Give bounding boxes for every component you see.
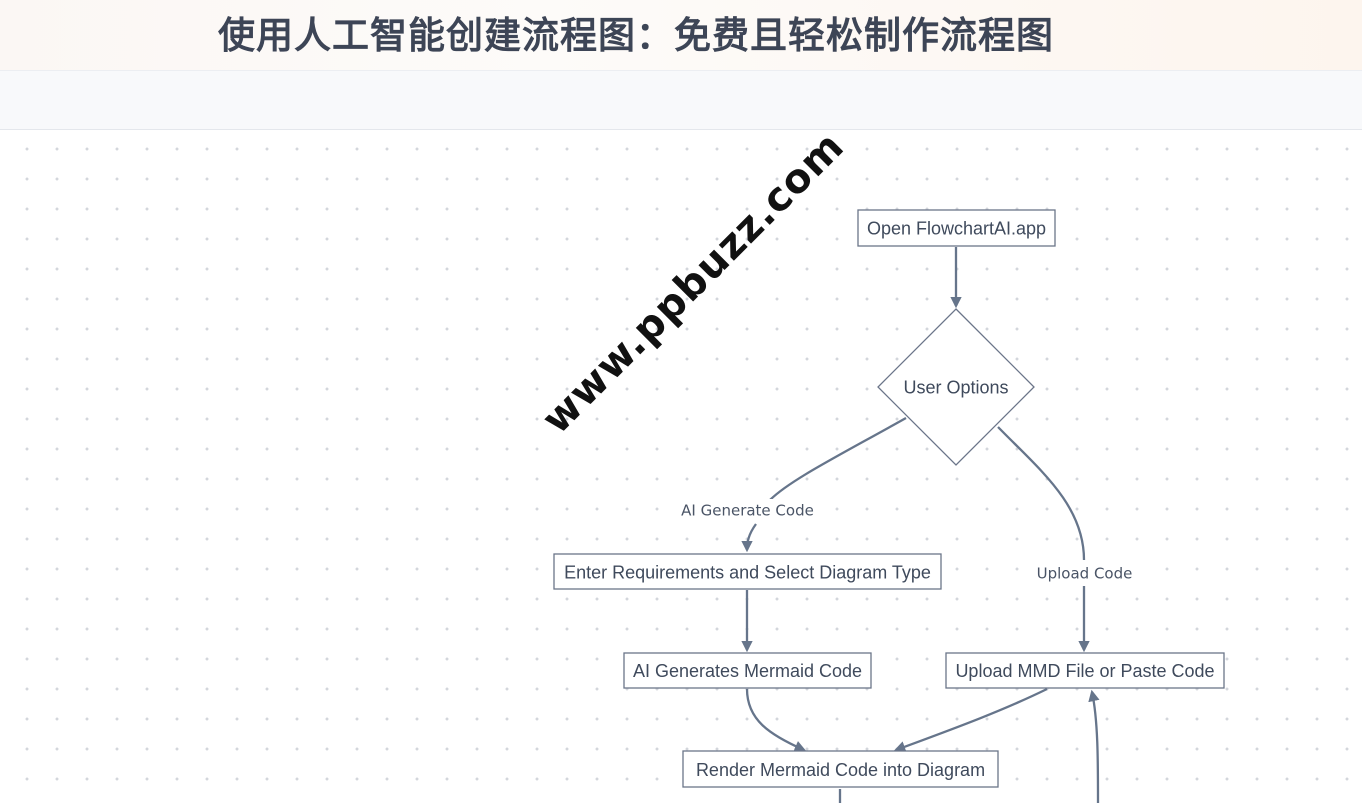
title-bar: 使用人工智能创建流程图：免费且轻松制作流程图 [0, 0, 1362, 70]
node-user-options[interactable]: User Options [877, 308, 1035, 466]
svg-text:Render Mermaid Code into Diagr: Render Mermaid Code into Diagram [696, 760, 985, 780]
edge-options-to-upload [997, 426, 1084, 650]
edge-label-upload-code: Upload Code [1030, 562, 1139, 584]
edge-options-to-enter [747, 416, 907, 550]
edge-upload-to-render [893, 687, 1048, 753]
edge-label-ai-generate-code: AI Generate Code [676, 499, 819, 521]
svg-text:Upload MMD File or Paste Code: Upload MMD File or Paste Code [955, 661, 1214, 681]
node-upload-mmd[interactable]: Upload MMD File or Paste Code [945, 652, 1225, 689]
edge-ai-to-render [745, 688, 807, 752]
toolbar [0, 70, 1362, 130]
node-enter-requirements[interactable]: Enter Requirements and Select Diagram Ty… [553, 553, 942, 590]
svg-text:User Options: User Options [903, 378, 1008, 398]
page-title: 使用人工智能创建流程图：免费且轻松制作流程图 [218, 14, 1054, 57]
node-render-mermaid[interactable]: Render Mermaid Code into Diagram [682, 750, 999, 788]
edge-loop-to-upload [1088, 689, 1100, 803]
diagram-canvas[interactable] [0, 131, 1362, 803]
node-ai-generates-mermaid[interactable]: AI Generates Mermaid Code [623, 652, 872, 689]
node-open-flowchartai[interactable]: Open FlowchartAI.app [857, 209, 1056, 247]
svg-text:Upload Code: Upload Code [1037, 565, 1133, 583]
svg-text:AI Generate Code: AI Generate Code [681, 502, 814, 520]
svg-text:Enter Requirements and Select: Enter Requirements and Select Diagram Ty… [564, 563, 931, 583]
svg-text:AI Generates Mermaid Code: AI Generates Mermaid Code [633, 661, 862, 681]
svg-text:Open FlowchartAI.app: Open FlowchartAI.app [867, 219, 1046, 239]
